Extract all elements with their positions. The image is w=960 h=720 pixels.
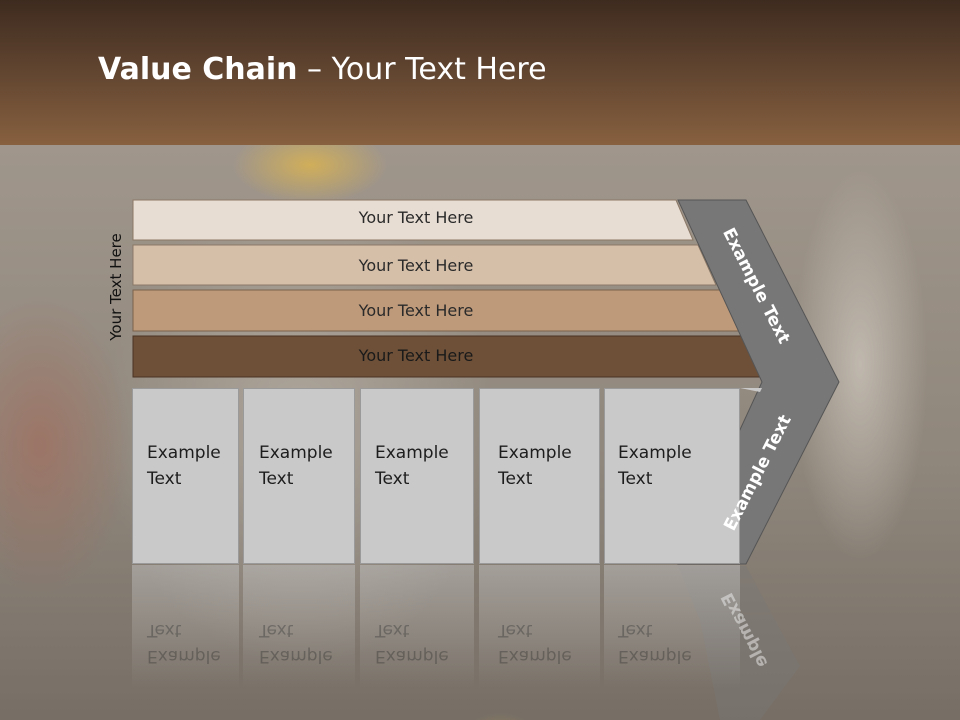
bar-1-shape[interactable] (132, 199, 694, 241)
reflection-1-line2: Text (147, 620, 182, 640)
bar-1-label: Your Text Here (358, 208, 474, 227)
column-text-3: Example Text (375, 440, 449, 492)
column-3-line2: Text (375, 469, 410, 489)
title-bar: Value Chain – Your Text Here (0, 0, 960, 145)
column-5-line2: Text (618, 469, 653, 489)
reflection-4-line1: Example (498, 646, 572, 666)
column-box-5[interactable] (604, 388, 740, 564)
column-reflection-3 (360, 565, 474, 720)
column-1-line2: Text (147, 469, 182, 489)
column-text-4: Example Text (498, 440, 572, 492)
reflection-3-line2: Text (375, 620, 410, 640)
reflection-4-line2: Text (498, 620, 533, 640)
column-box-1[interactable] (132, 388, 239, 564)
column-box-2[interactable] (243, 388, 355, 564)
reflection-text-3: Example Text (375, 617, 449, 669)
column-1-line1: Example (147, 443, 221, 463)
bar-2-shape[interactable] (132, 244, 717, 286)
column-box-4[interactable] (479, 388, 600, 564)
bar-3-label: Your Text Here (358, 301, 474, 320)
column-4-line2: Text (498, 469, 533, 489)
chevron-shape[interactable] (677, 199, 840, 565)
column-2-line2: Text (259, 469, 294, 489)
reflection-3-line1: Example (375, 646, 449, 666)
column-5-line1: Example (618, 443, 692, 463)
column-reflection-1 (132, 565, 239, 720)
reflection-text-1: Example Text (147, 617, 221, 669)
bar-2-label: Your Text Here (358, 256, 474, 275)
reflection-1-line1: Example (147, 646, 221, 666)
chevron-reflection (678, 566, 800, 720)
column-text-2: Example Text (259, 440, 333, 492)
reflection-2-line1: Example (259, 646, 333, 666)
column-reflection-4 (479, 565, 600, 720)
bar-4-label: Your Text Here (358, 346, 474, 365)
reflection-text-4: Example Text (498, 617, 572, 669)
column-box-3[interactable] (360, 388, 474, 564)
slide-title: Value Chain – Your Text Here (98, 52, 547, 87)
column-text-1: Example Text (147, 440, 221, 492)
reflection-5-line2: Text (618, 620, 653, 640)
column-3-line1: Example (375, 443, 449, 463)
column-2-line1: Example (259, 443, 333, 463)
column-4-line1: Example (498, 443, 572, 463)
column-reflection-5 (604, 565, 740, 720)
column-reflection-2 (243, 565, 355, 720)
reflection-text-5: Example Text (618, 617, 692, 669)
column-text-5: Example Text (618, 440, 692, 492)
title-bold: Value Chain (98, 52, 298, 87)
reflection-text-2: Example Text (259, 617, 333, 669)
reflection-5-line1: Example (618, 646, 692, 666)
columns-wedge (740, 388, 762, 392)
title-rest: – Your Text Here (297, 52, 547, 87)
reflection-2-line2: Text (259, 620, 294, 640)
